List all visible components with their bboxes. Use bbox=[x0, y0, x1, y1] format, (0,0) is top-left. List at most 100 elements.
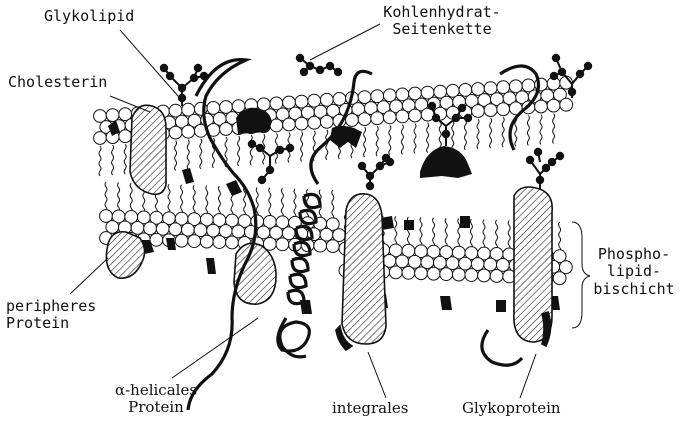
lipid-head bbox=[371, 112, 384, 125]
lipid-tail bbox=[200, 139, 202, 169]
peripheral-protein bbox=[106, 232, 144, 278]
lipid-tail bbox=[433, 218, 435, 248]
leader-lines bbox=[70, 24, 590, 398]
lipid-head bbox=[472, 105, 485, 118]
sugar-chain bbox=[527, 149, 563, 190]
lipid-head bbox=[409, 109, 422, 122]
carbohydrate-label-line1: Kohlenhydrat- bbox=[362, 4, 522, 21]
lipid-head bbox=[484, 104, 497, 117]
lipid-tail bbox=[458, 219, 460, 249]
lipid-tail bbox=[206, 186, 208, 216]
phospholipid-label-line1: Phospho- bbox=[588, 246, 680, 263]
cholesterol-patch bbox=[460, 216, 470, 228]
lipid-head bbox=[497, 103, 510, 116]
integral-label: integrales bbox=[332, 400, 408, 417]
lipid-tail bbox=[250, 135, 252, 165]
lipid-tail bbox=[294, 189, 296, 219]
lipid-tail bbox=[508, 220, 510, 250]
phospholipid-label-line2: lipid- bbox=[588, 263, 680, 280]
glycolipid-label: Glykolipid bbox=[44, 8, 134, 25]
glycoprotein-shade bbox=[542, 312, 551, 346]
lipid-head bbox=[320, 115, 333, 128]
cholesterol-patch bbox=[330, 126, 362, 148]
phospholipid-label: Phospho- lipid- bischicht bbox=[588, 246, 680, 298]
lipid-tail bbox=[470, 219, 472, 249]
lipid-head bbox=[188, 235, 201, 248]
lipid-tail bbox=[540, 115, 542, 145]
lipid-head bbox=[560, 98, 573, 111]
lipid-head bbox=[440, 268, 453, 281]
sugar-chain bbox=[297, 55, 341, 75]
lipid-head bbox=[175, 234, 188, 247]
lipid-tail bbox=[269, 188, 271, 218]
peripheral-label-line1: peripheres bbox=[6, 298, 96, 315]
lipid-tail bbox=[496, 220, 498, 250]
cholesterol-label: Cholesterin bbox=[8, 74, 107, 91]
lipid-tail bbox=[118, 182, 120, 212]
lipid-head bbox=[295, 117, 308, 130]
lipid-head bbox=[150, 233, 163, 246]
lipid-head bbox=[308, 116, 321, 129]
lipid-head bbox=[346, 114, 359, 127]
lipid-tail bbox=[464, 120, 466, 150]
lipid-tail bbox=[364, 127, 366, 157]
lipid-head bbox=[213, 236, 226, 249]
lipid-tail bbox=[99, 146, 101, 176]
lipid-head bbox=[415, 267, 428, 280]
lipid-tail bbox=[559, 222, 561, 252]
lipid-head bbox=[270, 119, 283, 132]
cholesterol-patch bbox=[440, 296, 452, 310]
cholesterol-patch bbox=[496, 300, 506, 312]
phospholipid-label-line3: bischicht bbox=[588, 281, 680, 298]
lipid-head bbox=[553, 272, 566, 285]
lipid-head bbox=[326, 240, 339, 253]
cholesterol-patch bbox=[206, 258, 216, 274]
lipid-tail bbox=[168, 184, 170, 214]
lipid-tail bbox=[389, 125, 391, 155]
carbohydrate-label: Kohlenhydrat- Seitenkette bbox=[362, 4, 522, 39]
lipid-head bbox=[226, 236, 239, 249]
lipid-tail bbox=[218, 186, 220, 216]
lipid-head bbox=[200, 235, 213, 248]
lipid-tail bbox=[281, 188, 283, 218]
lipid-tail bbox=[175, 141, 177, 171]
cholesterol-patch bbox=[404, 220, 414, 230]
lipid-tail bbox=[105, 182, 107, 212]
glycolipid-leader bbox=[120, 30, 178, 96]
lipid-tail bbox=[193, 185, 195, 215]
lipid-tail bbox=[332, 190, 334, 220]
lipid-head bbox=[478, 269, 491, 282]
sugar-chain bbox=[359, 155, 393, 190]
peripheral-protein-label: peripheres Protein bbox=[6, 298, 96, 333]
lipid-head bbox=[490, 270, 503, 283]
lipid-head bbox=[547, 99, 560, 112]
lipid-tail bbox=[187, 140, 189, 170]
lipid-tail bbox=[553, 114, 555, 144]
lipid-tail bbox=[124, 144, 126, 174]
lipid-tail bbox=[181, 185, 183, 215]
lipid-head bbox=[389, 266, 402, 279]
glycoprotein-bottom-loop bbox=[482, 330, 522, 365]
peripheral-label-line2: Protein bbox=[6, 315, 96, 332]
helix-tail bbox=[278, 318, 310, 357]
lipid-head bbox=[396, 110, 409, 123]
lipid-tail bbox=[130, 183, 132, 213]
lipid-tail bbox=[483, 220, 485, 250]
lipid-tail bbox=[477, 119, 479, 149]
lipid-head bbox=[402, 266, 415, 279]
lipid-tail bbox=[502, 117, 504, 147]
lipid-tail bbox=[445, 218, 447, 248]
lipid-head bbox=[94, 132, 107, 145]
lipid-tail bbox=[420, 217, 422, 247]
glycoprotein-leader bbox=[520, 354, 536, 398]
alpha-helical-label: α-helicales Protein bbox=[96, 382, 216, 417]
lipid-tail bbox=[238, 136, 240, 166]
lipid-head bbox=[452, 268, 465, 281]
lipid-tail bbox=[490, 118, 492, 148]
lipid-head bbox=[535, 100, 548, 113]
lipid-head bbox=[169, 126, 182, 139]
lipid-head bbox=[276, 238, 289, 251]
lipid-head bbox=[220, 123, 233, 136]
